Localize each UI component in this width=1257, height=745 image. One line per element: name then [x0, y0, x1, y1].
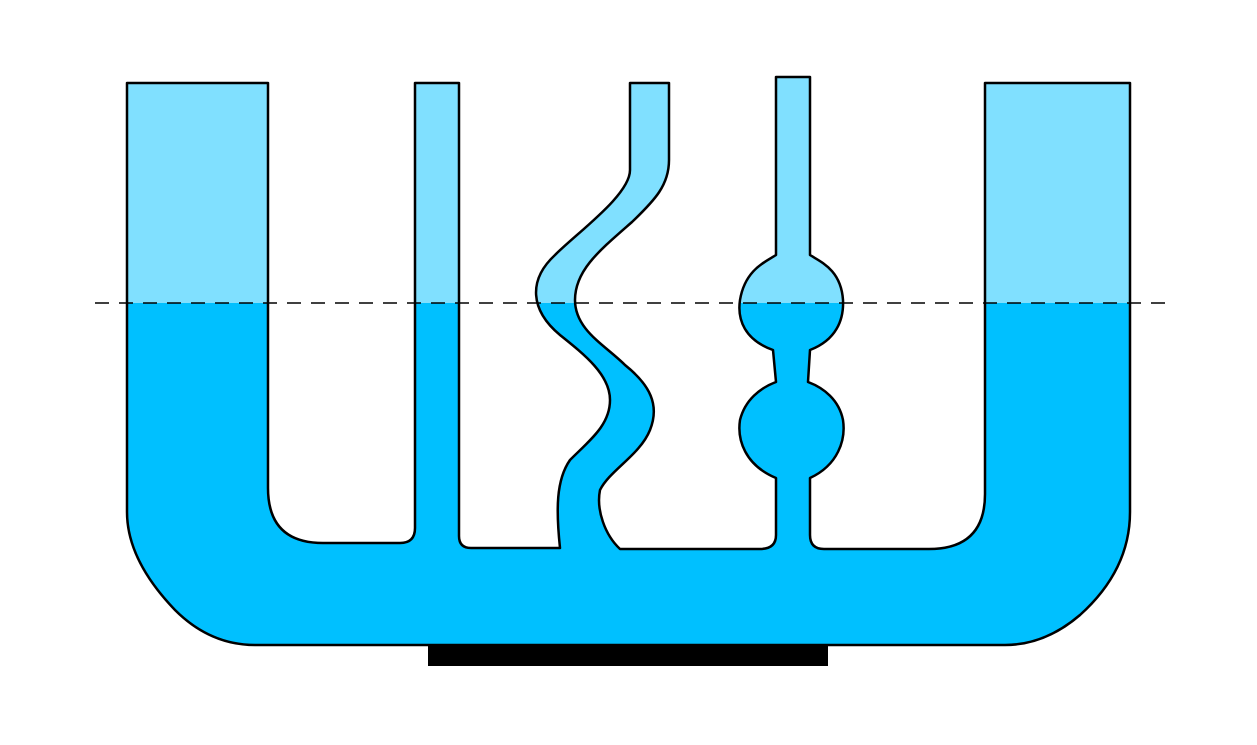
liquid-region — [127, 303, 1130, 645]
vessel-outline — [125, 75, 1132, 647]
stand-plate — [428, 645, 828, 666]
